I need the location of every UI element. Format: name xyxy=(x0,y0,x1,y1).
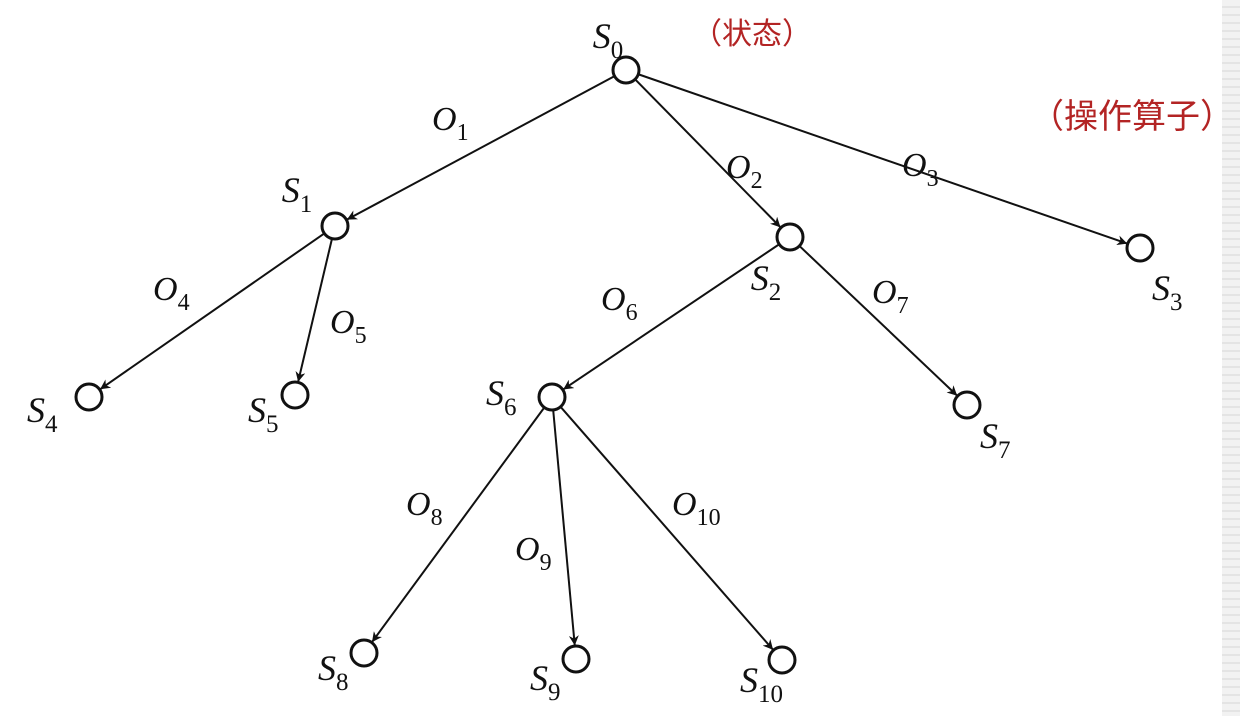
node-n7 xyxy=(952,390,982,420)
node-label-n1: S1 xyxy=(282,170,313,218)
operator-annotation: （操作算子） xyxy=(1030,97,1234,137)
node-n9 xyxy=(561,644,591,674)
node-n10 xyxy=(767,645,797,675)
edge-label-e2: O2 xyxy=(726,149,763,194)
edge-e2 xyxy=(634,78,781,228)
edge-e1 xyxy=(346,75,616,221)
edge-label-e3: O3 xyxy=(902,147,939,192)
node-n6 xyxy=(537,382,567,412)
node-label-n2: S2 xyxy=(751,258,782,306)
edges-layer xyxy=(99,73,1128,651)
node-n0 xyxy=(611,55,641,85)
edge-e6 xyxy=(563,243,780,391)
edge-label-e8: O8 xyxy=(406,486,443,531)
edge-label-e9: O9 xyxy=(515,531,552,576)
node-n8 xyxy=(349,638,379,668)
node-n2 xyxy=(775,222,805,252)
edge-e5 xyxy=(295,238,333,382)
node-n4 xyxy=(74,382,104,412)
node-label-n3: S3 xyxy=(1152,268,1183,316)
node-n5 xyxy=(280,380,310,410)
edge-label-e1: O1 xyxy=(432,101,469,146)
node-label-n8: S8 xyxy=(318,648,349,696)
node-label-n4: S4 xyxy=(27,390,58,438)
edge-e3 xyxy=(637,73,1128,246)
node-label-n10: S10 xyxy=(740,660,783,708)
edge-e8 xyxy=(371,406,546,643)
node-label-n0: S0 xyxy=(593,16,624,64)
state-annotation: （状态） xyxy=(692,17,812,52)
edge-e9 xyxy=(552,409,579,646)
edge-e7 xyxy=(798,245,958,397)
edge-label-e6: O6 xyxy=(601,281,638,326)
node-n1 xyxy=(320,211,350,241)
edge-e4 xyxy=(99,232,325,390)
edge-e10 xyxy=(559,406,774,651)
edge-label-e5: O5 xyxy=(330,304,367,349)
edge-label-e10: O10 xyxy=(672,486,721,531)
node-label-n6: S6 xyxy=(486,373,517,421)
node-n3 xyxy=(1125,233,1155,263)
edge-label-e7: O7 xyxy=(872,274,909,319)
edge-label-e4: O4 xyxy=(153,271,190,316)
side-scroll-strip xyxy=(1222,0,1240,716)
node-label-n9: S9 xyxy=(530,658,561,706)
nodes-layer xyxy=(74,55,1155,675)
node-label-n5: S5 xyxy=(248,390,279,438)
node-label-n7: S7 xyxy=(980,416,1011,464)
